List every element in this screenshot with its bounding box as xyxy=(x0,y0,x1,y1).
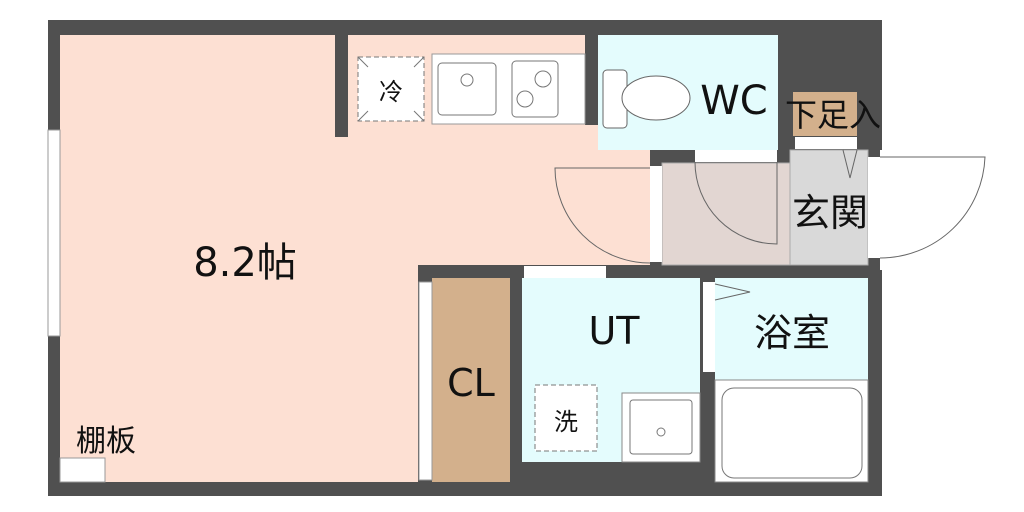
stove-icon xyxy=(511,60,559,118)
bath-floor xyxy=(715,278,868,380)
shelf-label: 棚板 xyxy=(76,424,136,459)
fridge-label: 冷 xyxy=(379,78,403,106)
wc-door-swing xyxy=(694,161,778,245)
sink-icon xyxy=(437,62,497,116)
toilet-icon xyxy=(602,69,691,129)
washer-space: 洗 xyxy=(534,384,598,452)
shoe-box xyxy=(793,92,857,136)
kitchen-counter xyxy=(431,53,586,125)
bath-label: 浴室 xyxy=(754,311,830,355)
shelf-board xyxy=(59,457,106,483)
wall-stub xyxy=(335,35,348,137)
entrance-label: 玄関 xyxy=(792,191,868,235)
washer-label: 洗 xyxy=(554,408,578,436)
main-room-label: 8.2帖 xyxy=(193,240,297,286)
closet-label: CL xyxy=(447,361,495,405)
front-door[interactable] xyxy=(868,157,880,258)
window xyxy=(47,129,61,337)
bathtub-icon xyxy=(714,379,869,483)
closet-floor xyxy=(432,278,510,482)
wc-label: WC xyxy=(700,78,767,124)
washbasin-icon xyxy=(621,392,701,463)
room-door[interactable] xyxy=(650,166,662,262)
fridge-space: 冷 xyxy=(357,56,425,122)
room-door-swing xyxy=(554,167,651,264)
wc-door[interactable] xyxy=(695,150,777,162)
ut-label: UT xyxy=(588,309,640,353)
front-door-swing xyxy=(879,156,986,259)
hallway-floor xyxy=(661,162,791,266)
closet-door[interactable] xyxy=(418,281,433,481)
ut-door[interactable] xyxy=(524,266,606,278)
bath-door[interactable] xyxy=(703,282,715,372)
shoe-box-label: 下足入 xyxy=(785,96,881,134)
